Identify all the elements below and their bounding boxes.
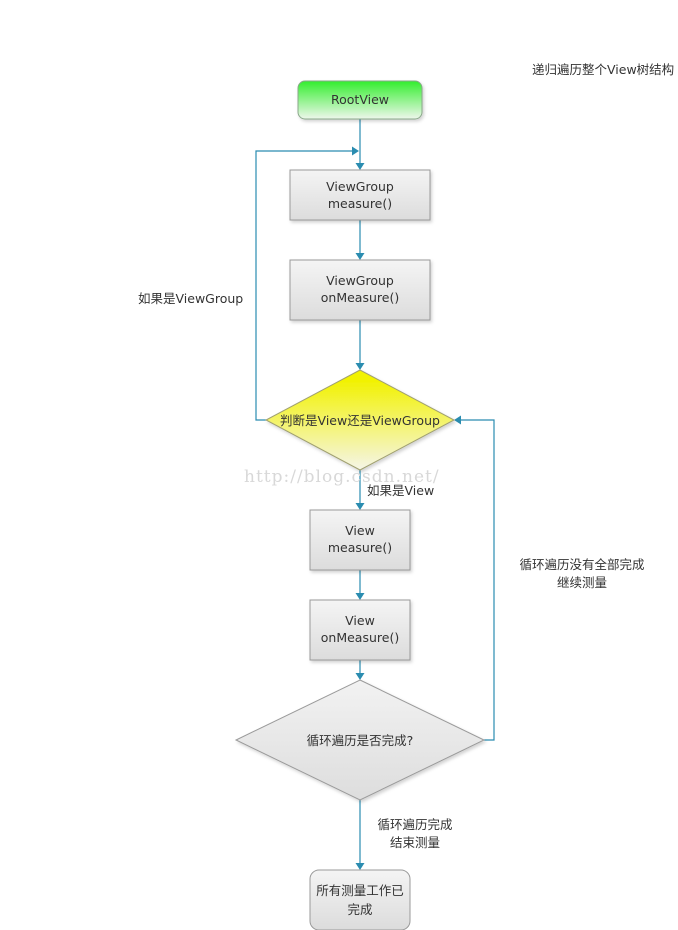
node-view-onmeasure: View onMeasure() [309, 599, 411, 661]
watermark-text: http://blog.csdn.net/ [244, 467, 440, 487]
arrowhead-vg-onmeasure-to-decision [355, 363, 365, 370]
edge-label-loop-not-done-line1: 循环遍历没有全部完成 [519, 557, 644, 572]
viewgroup-measure-label-line1: ViewGroup [326, 179, 394, 194]
node-root-view: RootView [297, 80, 423, 120]
root-view-label: RootView [331, 92, 389, 107]
edge-label-loop-done-line2: 结束测量 [390, 835, 440, 850]
edge-label-loop-not-done-line2: 继续测量 [557, 575, 607, 590]
node-decision-view-or-viewgroup: 判断是View还是ViewGroup [264, 369, 456, 471]
root-view-shape [297, 80, 423, 120]
edge-label-loop-done-line1: 循环遍历完成 [377, 817, 452, 832]
decision-view-or-viewgroup-shape [264, 369, 456, 471]
arrowhead-loop-if-viewgroup [352, 146, 359, 156]
edge-label-if-viewgroup: 如果是ViewGroup [138, 291, 243, 306]
view-onmeasure-label-line2: onMeasure() [321, 630, 399, 645]
viewgroup-onmeasure-label-line1: ViewGroup [326, 273, 394, 288]
node-viewgroup-onmeasure: ViewGroup onMeasure() [289, 259, 431, 321]
view-onmeasure-shape [309, 599, 411, 661]
arrowhead-loop-done-to-end [355, 863, 365, 870]
end-label-line1: 所有测量工作已 [316, 883, 404, 898]
view-measure-label-line2: measure() [328, 540, 392, 555]
end-shape [309, 869, 411, 930]
arrowhead-root-to-vg-measure [355, 163, 365, 170]
view-onmeasure-label-line1: View [345, 613, 375, 628]
decision-loop-done-shape [234, 679, 486, 801]
decision-view-or-viewgroup-label: 判断是View还是ViewGroup [280, 413, 440, 428]
view-measure-shape [309, 509, 411, 571]
node-viewgroup-measure: ViewGroup measure() [289, 169, 431, 221]
view-measure-label-line1: View [345, 523, 375, 538]
viewgroup-onmeasure-label-line2: onMeasure() [321, 290, 399, 305]
viewgroup-onmeasure-shape [289, 259, 431, 321]
node-view-measure: View measure() [309, 509, 411, 571]
arrowhead-vg-measure-to-vg-onmeasure [355, 253, 365, 260]
end-label-line2: 完成 [347, 902, 372, 917]
top-note: 递归遍历整个View树结构 [532, 62, 674, 77]
edges [255, 119, 495, 870]
node-end: 所有测量工作已 完成 [309, 869, 411, 930]
decision-loop-done-label: 循环遍历是否完成? [307, 733, 414, 748]
arrowhead-view-measure-to-view-onmeasure [355, 593, 365, 600]
arrowhead-decision-to-view-measure [355, 503, 365, 510]
node-decision-loop-done: 循环遍历是否完成? [234, 679, 486, 801]
arrowhead-loop-not-done [454, 415, 461, 425]
edge-loop-not-done [460, 419, 495, 741]
edge-loop-if-viewgroup [255, 150, 353, 421]
viewgroup-measure-label-line2: measure() [328, 196, 392, 211]
edge-label-if-view: 如果是View [367, 483, 434, 498]
arrowhead-view-onmeasure-to-loop-decision [355, 673, 365, 680]
viewgroup-measure-shape [289, 169, 431, 221]
